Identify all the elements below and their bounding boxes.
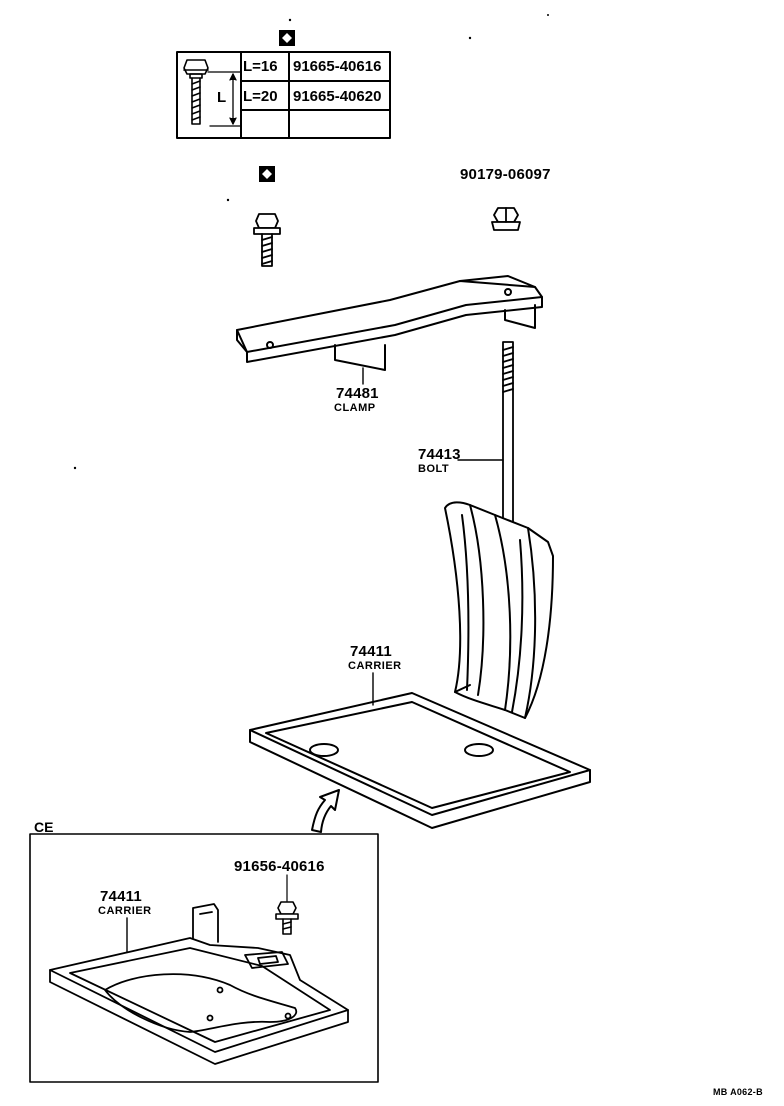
clamp-part-name: CLAMP: [334, 402, 376, 414]
ce-section-frame: [29, 833, 379, 1083]
flange-nut-icon: [491, 207, 521, 231]
diamond-marker-icon: [259, 166, 275, 182]
flange-bolt-icon: [253, 213, 281, 267]
hold-down-hook-drawing: [444, 501, 554, 719]
ce-bolt-icon: [275, 901, 299, 935]
dimension-label: L: [217, 89, 227, 106]
bolt-part-name: BOLT: [418, 463, 450, 475]
ce-carrier-part-number: 74411: [100, 888, 142, 905]
dimension-line: [207, 71, 241, 127]
table-length-row-1: L=16: [243, 58, 278, 75]
bolt-part-number: 74413: [418, 446, 461, 463]
table-bolt-icon: [183, 59, 209, 125]
ce-carrier-part-name: CARRIER: [98, 905, 152, 917]
drawing-code: MB A062-B: [713, 1087, 763, 1097]
diamond-marker-icon: [279, 30, 295, 46]
table-part-row-2: 91665-40620: [293, 88, 382, 105]
nut-part-number: 90179-06097: [460, 166, 551, 183]
carrier-tray-drawing: [249, 692, 591, 829]
ce-carrier-drawing: [49, 903, 349, 1065]
clamp-part-number: 74481: [336, 385, 379, 402]
carrier-part-name: CARRIER: [348, 660, 402, 672]
table-part-row-1: 91665-40616: [293, 58, 382, 75]
scan-specks: [73, 14, 549, 470]
ce-bolt-part-number: 91656-40616: [234, 858, 325, 875]
carrier-part-number: 74411: [350, 643, 392, 660]
arrow-up-icon: [311, 789, 340, 833]
clamp-drawing: [236, 275, 543, 371]
bolt-length-table: [176, 51, 391, 139]
ce-section-label: CE: [34, 819, 54, 835]
hold-down-bolt-drawing: [502, 341, 514, 526]
table-length-row-2: L=20: [243, 88, 278, 105]
